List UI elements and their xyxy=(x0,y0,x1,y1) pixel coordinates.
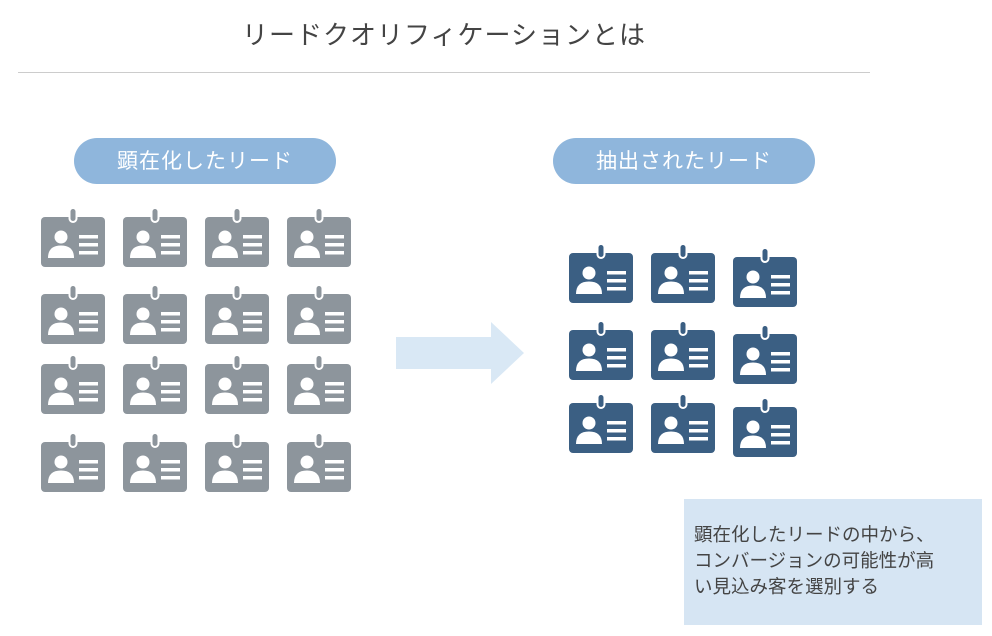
id-badge-icon xyxy=(569,243,633,303)
note-box: 顕在化したリードの中から、 コンバージョンの可能性が高 い見込み客を選別する xyxy=(684,499,982,625)
note-line: コンバージョンの可能性が高 xyxy=(694,551,935,572)
note-line: い見込み客を選別する xyxy=(694,577,880,598)
id-badge-icon xyxy=(205,207,269,267)
id-badge-icon xyxy=(287,432,351,492)
page-title: リードクオリフィケーションとは xyxy=(242,21,646,51)
title-divider xyxy=(18,72,870,73)
note-line: 顕在化したリードの中から、 xyxy=(694,525,935,546)
id-badge-icon xyxy=(651,243,715,303)
id-badge-icon xyxy=(123,354,187,414)
id-badge-icon xyxy=(733,324,797,384)
id-badge-icon xyxy=(41,207,105,267)
id-badge-icon xyxy=(41,432,105,492)
id-badge-icon xyxy=(205,354,269,414)
id-badge-icon xyxy=(651,320,715,380)
id-badge-icon xyxy=(651,393,715,453)
id-badge-icon xyxy=(733,397,797,457)
id-badge-icon xyxy=(287,354,351,414)
left-group-label: 顕在化したリード xyxy=(74,138,336,184)
id-badge-icon xyxy=(205,432,269,492)
id-badge-icon xyxy=(123,284,187,344)
id-badge-icon xyxy=(733,247,797,307)
right-arrow-icon xyxy=(396,322,524,384)
id-badge-icon xyxy=(123,432,187,492)
right-group-label: 抽出されたリード xyxy=(553,138,815,184)
id-badge-icon xyxy=(569,393,633,453)
id-badge-icon xyxy=(205,284,269,344)
id-badge-icon xyxy=(287,284,351,344)
id-badge-icon xyxy=(41,284,105,344)
id-badge-icon xyxy=(123,207,187,267)
id-badge-icon xyxy=(287,207,351,267)
id-badge-icon xyxy=(41,354,105,414)
id-badge-icon xyxy=(569,320,633,380)
